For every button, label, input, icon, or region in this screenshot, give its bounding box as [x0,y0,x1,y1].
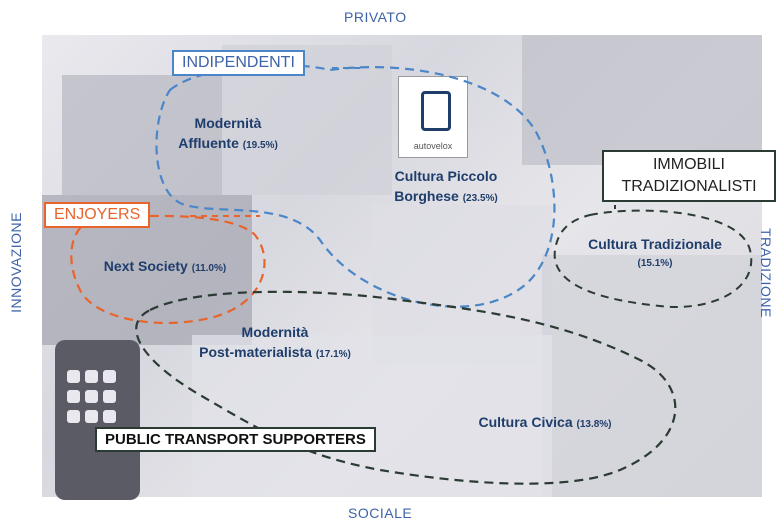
segment-pct: (17.1%) [315,349,351,360]
segment-pct: (23.5%) [462,193,498,204]
segment-pct: (13.8%) [576,419,612,430]
autovelox-sign: autovelox [398,76,468,158]
phone-key [103,390,116,403]
segment-line1: Modernità [194,115,262,131]
segment-cultura-piccolo-borghese: Cultura Piccolo Borghese (23.5%) [356,166,536,209]
segment-line1: Modernità [241,324,309,340]
segment-next-society: Next Society (11.0%) [70,256,260,279]
phone-key [85,390,98,403]
public-transport-supporters-tag: PUBLIC TRANSPORT SUPPORTERS [95,427,376,452]
segment-cultura-civica: Cultura Civica (13.8%) [455,412,635,435]
photo-tile [62,75,222,195]
segment-pct: (15.1%) [637,258,673,269]
segment-line1: Cultura Piccolo [394,168,498,184]
autovelox-text: autovelox [413,141,453,151]
segment-line2: Affluente (19.5%) [148,133,308,156]
phone-key [85,370,98,383]
enjoyers-tag: ENJOYERS [44,202,151,228]
immobili-tradizionalisti-tag: IMMOBILI TRADIZIONALISTI [602,150,776,202]
enjoyers-outline [70,214,266,324]
segment-line1: Cultura Civica [478,414,573,430]
phone-key [67,370,80,383]
indipendenti-tag: INDIPENDENTI [172,50,305,76]
phone-key [67,410,80,423]
axis-left-label: INNOVAZIONE [8,212,24,313]
phone-key [85,410,98,423]
segment-line1: Cultura Tradizionale [588,236,722,252]
segment-line2: Post-materialista (17.1%) [175,342,375,365]
segment-cultura-tradizionale: Cultura Tradizionale (15.1%) [560,234,750,274]
phone-image [55,340,140,500]
axis-right-label: TRADIZIONE [758,228,774,318]
immobili-line2: TRADIZIONALISTI [621,178,757,195]
axis-bottom-label: SOCIALE [348,505,413,521]
segment-pct: (19.5%) [242,140,278,151]
segment-line2: Borghese (23.5%) [356,186,536,209]
public-transport-outline [135,290,677,485]
segment-modernita-post-materialista: Modernità Post-materialista (17.1%) [175,322,375,365]
segment-line2-text: Borghese [394,188,459,204]
phone-key [103,410,116,423]
phone-key [67,390,80,403]
speed-camera-icon [421,91,451,131]
immobili-line1: IMMOBILI [652,156,725,173]
indipendenti-outline [155,64,556,308]
photo-tile [522,35,762,165]
segment-line2-text: Affluente [178,135,239,151]
photo-tile [192,335,552,497]
segment-modernita-affluente: Modernità Affluente (19.5%) [148,113,308,156]
tradizionale-outline [553,209,753,308]
segment-line2-text: Post-materialista [199,344,312,360]
phone-key [103,370,116,383]
segment-line1: Next Society [103,258,188,274]
axis-top-label: PRIVATO [344,9,407,25]
segment-pct: (11.0%) [191,263,227,274]
